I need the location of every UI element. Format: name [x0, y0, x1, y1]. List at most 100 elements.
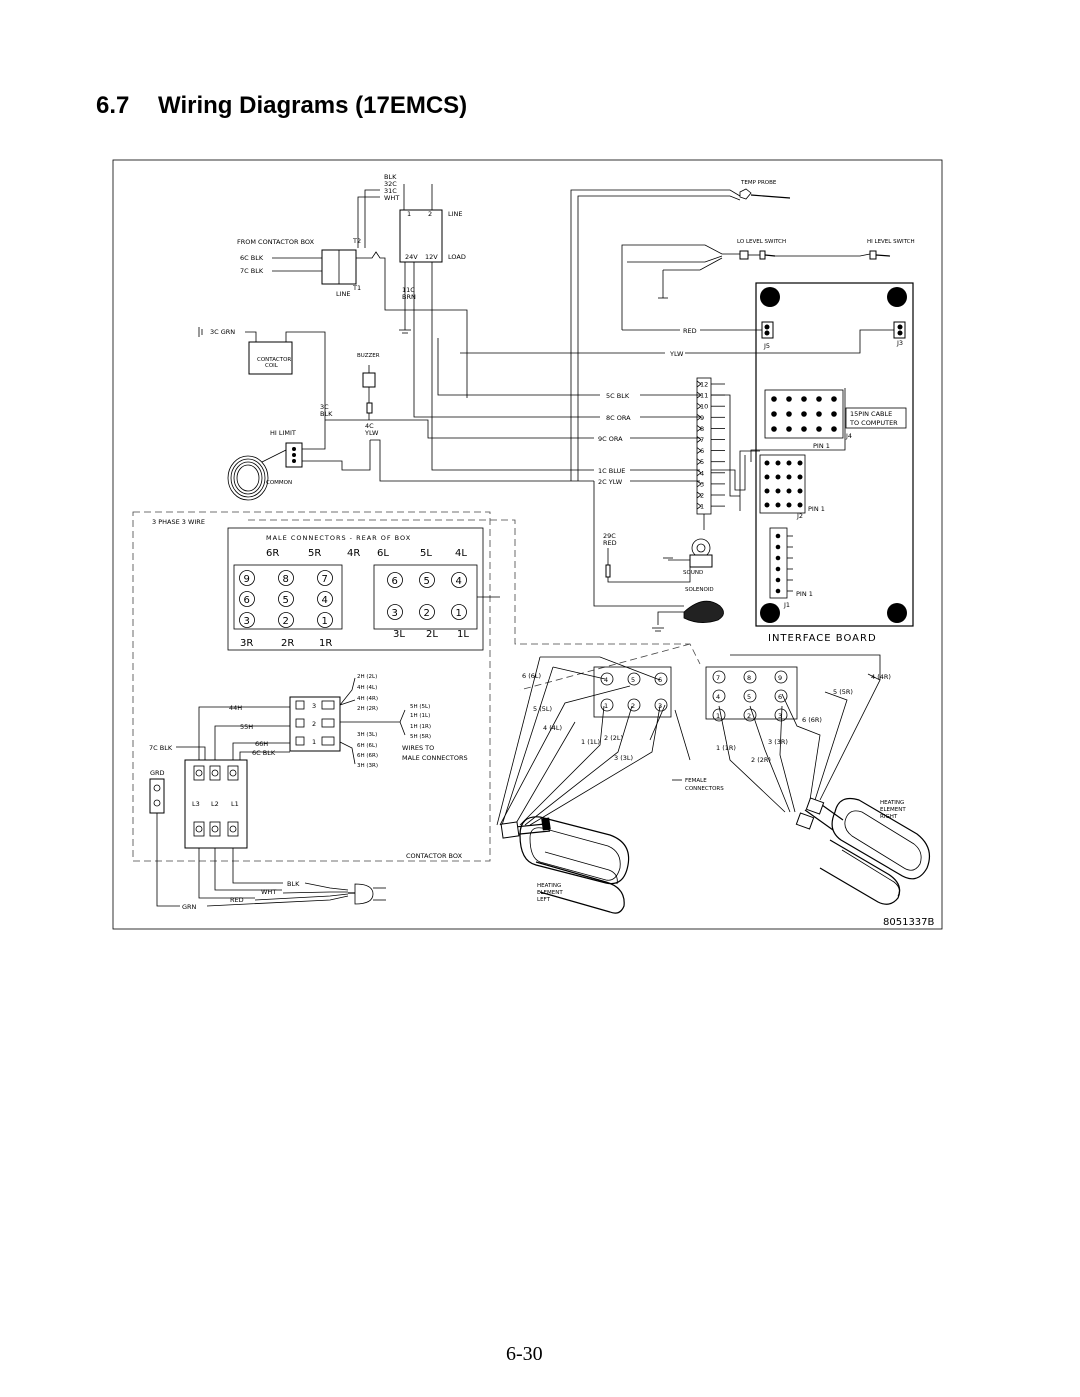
element-wire [501, 666, 554, 826]
left-bottom-1l: 1L [457, 629, 469, 640]
terminal-screw [295, 700, 305, 710]
female-terminal [654, 672, 668, 686]
j2-pin [797, 488, 803, 494]
j2-label: J2 [796, 512, 803, 520]
connector-pin-label: 7 [700, 436, 704, 444]
female-terminal-label: 6 [778, 693, 782, 701]
wire-label-11c: 11C [402, 286, 415, 294]
female-terminal [743, 708, 757, 722]
connector-terminal [239, 570, 255, 586]
connector-terminal-label: 2 [283, 616, 289, 627]
wire-line [302, 440, 371, 471]
mounting-hole [887, 287, 907, 307]
wire-line [627, 255, 723, 263]
left-female-connector [593, 666, 672, 718]
female-terminal [600, 698, 614, 712]
female-terminal-label: 1 [604, 702, 608, 710]
wire-line [364, 189, 380, 248]
wire-line [370, 439, 594, 482]
right-bottom-1r: 1R [319, 638, 332, 649]
j4-pins [771, 396, 837, 432]
j5-pin [764, 324, 770, 330]
buzzer-label: BUZZER [357, 353, 380, 359]
cable-label-2: TO COMPUTER [849, 419, 898, 427]
sound-label: SOUND [683, 570, 703, 576]
temp-probe-rod [750, 194, 791, 199]
transformer-line-label: LINE [448, 210, 463, 218]
female-terminal-label: 4 [716, 693, 720, 701]
connector-terminal [387, 604, 403, 620]
connector-terminal [239, 612, 255, 628]
hi-level-switch-rod [875, 254, 891, 257]
j2-pin [775, 460, 781, 466]
left-bottom-3l: 3L [393, 629, 405, 640]
j4-pin [816, 396, 822, 402]
female-terminal-label: 4 [604, 676, 608, 684]
terminal-strip-terms: 321 [295, 700, 335, 746]
lo-level-switch [739, 250, 749, 260]
j4-pin [786, 426, 792, 432]
drawing-number: 8051337B [883, 917, 935, 928]
sound-base [689, 554, 713, 568]
wire-label-ylw: YLW [669, 350, 684, 358]
element-wire [730, 654, 881, 680]
lo-level-switch-rod [764, 254, 776, 257]
wire-line [413, 290, 600, 418]
female-terminal [654, 698, 668, 712]
terminal-screw [321, 736, 335, 746]
wire-label-wht: WHT [384, 194, 399, 202]
wire-line [607, 560, 691, 583]
mounting-hole [887, 603, 907, 623]
j3-pin [897, 330, 903, 336]
hi-limit-label: HI LIMIT [270, 429, 296, 437]
female-terminal-label: 5 [747, 693, 751, 701]
contactor-box-outline [132, 511, 491, 862]
transformer-pin-2: 2 [428, 210, 432, 218]
contactor-box: 3 PHASE 3 WIRE MALE CONNECTORS - REAR OF… [132, 511, 701, 911]
connector-terminal [419, 572, 435, 588]
cable-label-box [845, 407, 907, 429]
wires-to-label-2: MALE CONNECTORS [402, 754, 468, 762]
grd-label: GRD [150, 769, 165, 777]
j4-pin [831, 396, 837, 402]
connector-pin-arrow [696, 491, 702, 499]
connector-pin-arrow [696, 413, 702, 421]
j1-pin [775, 588, 781, 594]
sound-device-center [696, 543, 706, 553]
female-terminal-label: 2 [747, 712, 751, 720]
wire-tag: 6H (6R) [357, 753, 378, 759]
connector-terminal-label: 8 [283, 574, 289, 585]
right-top-4r: 4R [347, 548, 360, 559]
female-terminal-label: 2 [631, 702, 635, 710]
wire-label-29c-red: RED [603, 539, 617, 547]
wire-line [357, 196, 380, 248]
j4-pin [831, 426, 837, 432]
wire-line [302, 445, 326, 450]
female-terminal [712, 689, 726, 703]
heating-element-left [500, 816, 630, 914]
j2-pin1-label: PIN 1 [808, 505, 825, 513]
connector-pin-label: 1 [700, 503, 704, 511]
grd-screw [153, 799, 161, 807]
j4-pin [816, 411, 822, 417]
transformer-pin-1: 1 [407, 210, 411, 218]
right-bottom-3r: 3R [240, 638, 253, 649]
connector-terminal-label: 3 [244, 616, 250, 627]
element-wire [519, 705, 605, 826]
contact-bottom [193, 821, 205, 837]
contact-screw [229, 769, 237, 777]
connector-pin-arrow [696, 380, 702, 388]
j4-pin [771, 396, 777, 402]
hi-limit-coil [227, 449, 287, 501]
contact-screw [229, 825, 237, 833]
wire-label-4c: 4C [365, 422, 374, 430]
j3-jumper [893, 321, 906, 339]
pointer-arrow [674, 709, 691, 761]
cord-grn: GRN [182, 903, 197, 911]
l3-label: L3 [192, 800, 200, 808]
heating-left-label-3: LEFT [537, 897, 551, 903]
heating-right-label-2: ELEMENT [880, 807, 906, 813]
interface-board: J5 J3 15PIN CABLE TO COMPUTER J4 PIN 1 P… [711, 282, 914, 644]
terminal-number: 3 [312, 702, 316, 710]
